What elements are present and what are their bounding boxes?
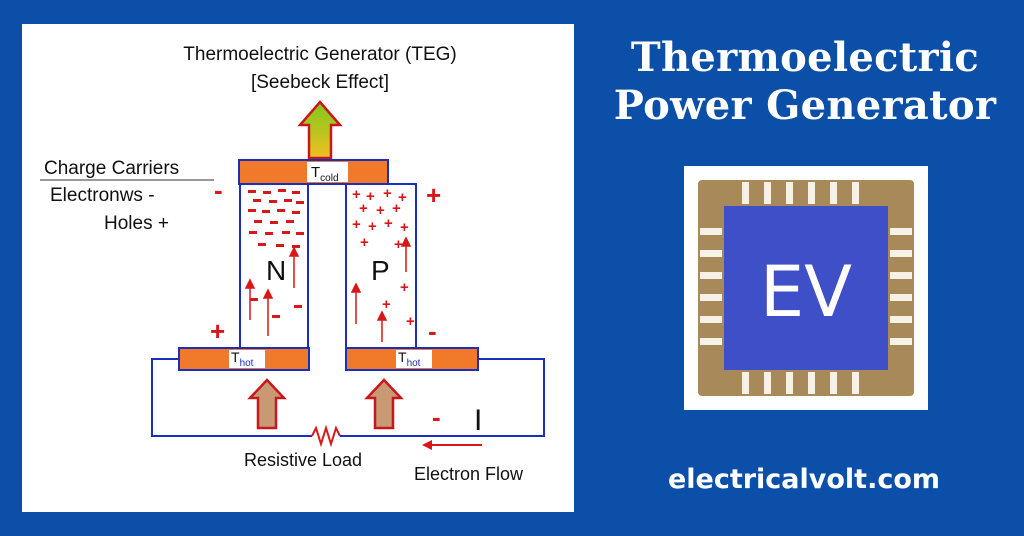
t-cold-label: Tcold — [311, 164, 339, 184]
resistive-load-label: Resistive Load — [244, 450, 362, 470]
svg-text:+: + — [398, 189, 407, 206]
hole-carriers: ++++ +++ ++++ ++ +++ — [352, 185, 415, 330]
p-top-plus: + — [426, 180, 441, 210]
current-label: I — [474, 404, 482, 437]
logo-text: EV — [760, 251, 852, 333]
svg-text:+: + — [406, 313, 415, 330]
svg-text:+: + — [382, 296, 391, 313]
electron-motion-arrows — [244, 246, 300, 336]
p-bottom-minus: - — [428, 316, 437, 346]
electrons-label: Electronws - — [50, 185, 155, 206]
hot-label-box-left — [229, 350, 265, 368]
diagram-panel: Thermoelectric Generator (TEG) [Seebeck … — [22, 24, 574, 512]
holes-label: Holes + — [104, 213, 169, 234]
cold-label-box — [307, 162, 348, 182]
svg-text:+: + — [394, 236, 403, 253]
ev-logo: EV — [684, 166, 928, 410]
electron-flow-arrowhead — [422, 440, 432, 450]
p-label: P — [371, 255, 390, 286]
circuit-wire-left — [151, 358, 312, 437]
circuit-minus: - — [432, 402, 441, 432]
svg-text:+: + — [359, 200, 368, 217]
resistor-icon — [311, 424, 341, 448]
t-hot-label-left: Thot — [231, 349, 254, 369]
svg-text:+: + — [352, 216, 361, 233]
circuit-wire-right — [340, 358, 545, 437]
svg-text:+: + — [366, 188, 375, 205]
headline: Thermoelectric Power Generator — [600, 34, 1010, 130]
svg-text:+: + — [384, 215, 393, 232]
teg-diagram: Thermoelectric Generator (TEG) [Seebeck … — [40, 44, 545, 484]
heat-in-arrow-left — [247, 378, 287, 430]
svg-text:+: + — [383, 185, 392, 202]
svg-text:+: + — [352, 186, 361, 203]
diagram-subtitle: [Seebeck Effect] — [251, 72, 389, 93]
svg-text:+: + — [376, 202, 385, 219]
t-hot-label-right: Thot — [398, 349, 421, 369]
svg-text:+: + — [368, 218, 377, 235]
n-top-minus: - — [214, 175, 223, 205]
n-bottom-plus: + — [210, 316, 225, 346]
hot-label-box-right — [396, 350, 432, 368]
hole-motion-arrows — [350, 236, 412, 342]
svg-text:+: + — [400, 279, 409, 296]
headline-line-2: Power Generator — [613, 82, 997, 129]
charge-carriers-label: Charge Carriers — [44, 158, 179, 179]
heat-in-arrow-right — [364, 378, 404, 430]
n-label: N — [266, 255, 286, 286]
headline-line-1: Thermoelectric — [630, 34, 980, 81]
site-url[interactable]: electricalvolt.com — [667, 464, 941, 495]
svg-text:+: + — [400, 219, 409, 236]
electron-carriers — [248, 189, 304, 318]
svg-text:+: + — [392, 200, 401, 217]
heat-out-arrow — [297, 100, 343, 160]
diagram-title: Thermoelectric Generator (TEG) — [183, 44, 456, 65]
p-leg — [345, 183, 417, 359]
svg-text:+: + — [360, 234, 369, 251]
electron-flow-label: Electron Flow — [414, 464, 524, 484]
chip-icon: EV — [684, 166, 928, 410]
